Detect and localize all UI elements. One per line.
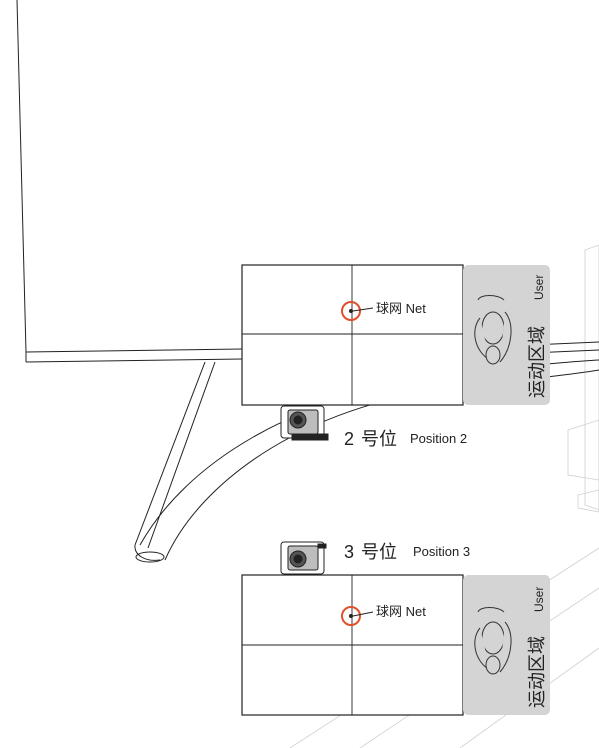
net-label: 球网 Net xyxy=(376,604,426,619)
display-stand xyxy=(134,361,216,563)
net-marker-icon xyxy=(341,301,361,321)
position-2-label-en: Position 2 xyxy=(410,431,467,446)
position-2-number: 2 xyxy=(344,429,354,449)
position-3-label-en: Position 3 xyxy=(413,544,470,559)
camera-position-2 xyxy=(280,405,329,441)
user-zone-top: 运动区域 User xyxy=(463,265,550,405)
position-2-label-cn: 号位 xyxy=(361,429,397,449)
user-figure-icon xyxy=(474,607,512,675)
net-label: 球网 Net xyxy=(376,301,426,316)
zone-label-en: User xyxy=(532,587,546,612)
position-3-number: 3 xyxy=(344,542,354,562)
zone-label-cn: 运动区域 xyxy=(527,636,547,708)
camera-position-3 xyxy=(280,541,327,575)
net-marker-icon xyxy=(341,606,361,626)
net-panel-top: 球网 Net xyxy=(241,264,464,406)
zone-label-en: User xyxy=(532,275,546,300)
user-zone-bottom: 运动区域 User xyxy=(463,575,550,715)
zone-label-cn: 运动区域 xyxy=(527,326,547,398)
position-3-label-cn: 号位 xyxy=(361,542,397,562)
display-screen xyxy=(16,0,243,363)
user-figure-icon xyxy=(474,295,512,365)
net-panel-bottom: 球网 Net xyxy=(241,574,464,716)
